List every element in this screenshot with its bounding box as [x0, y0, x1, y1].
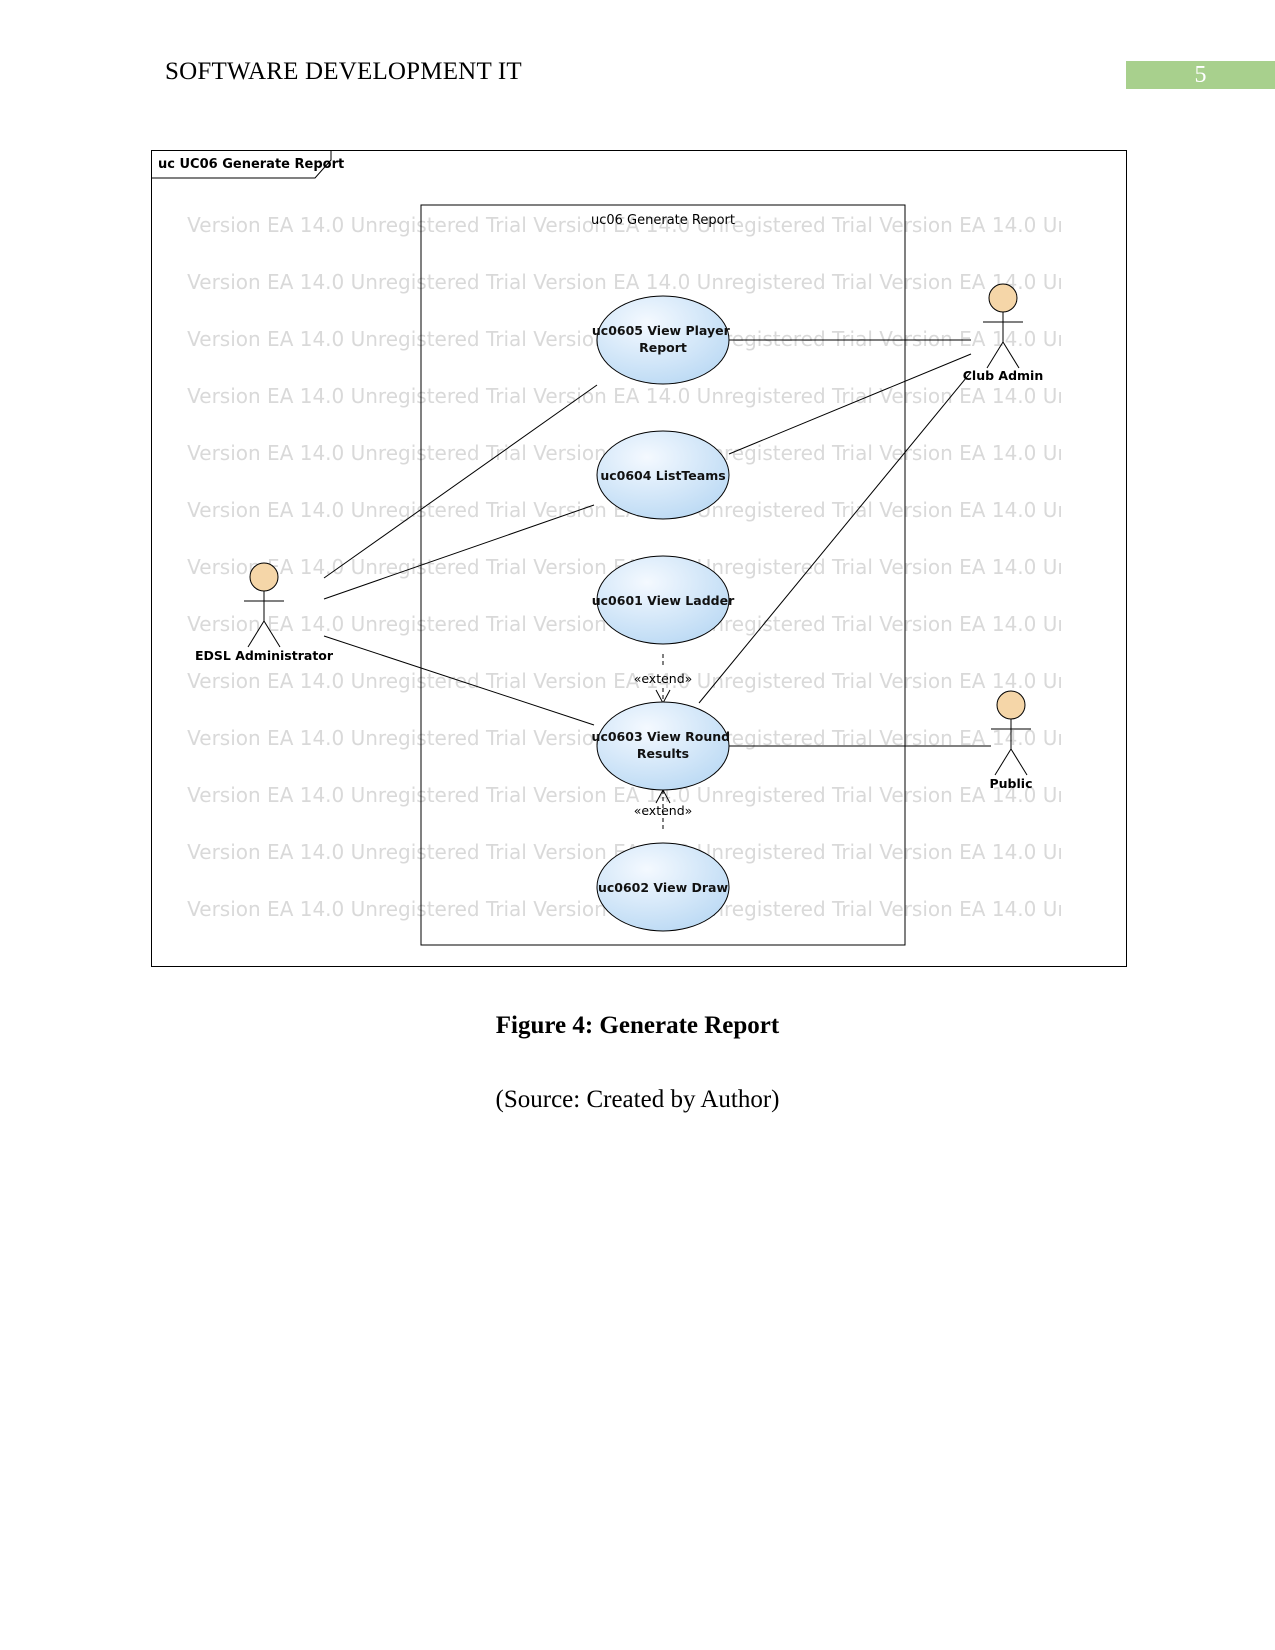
- watermark-row: EA 14.0 Unregistered Trial Version EA 14…: [151, 669, 1127, 693]
- actor-club-admin: [983, 283, 1023, 369]
- assoc-admin-uc0604: [323, 504, 595, 600]
- usecase-uc0601-label: uc0601 View Ladder: [592, 593, 735, 608]
- figure-caption: Figure 4: Generate Report: [495, 1012, 780, 1039]
- frame-tab: [151, 150, 332, 179]
- assoc-uc0604-clubadmin: [728, 353, 972, 455]
- usecase-uc0602-label: uc0602 View Draw: [598, 880, 729, 895]
- usecase-uc0603: uc0603 View Round Results: [592, 701, 735, 791]
- system-boundary: [420, 204, 906, 946]
- usecase-uc0603-label: uc0603 View Round Results: [592, 729, 735, 761]
- actor-edsl-admin: [244, 562, 284, 648]
- page-number: 5: [1194, 62, 1207, 88]
- actor-public-label: Public: [990, 776, 1033, 791]
- actor-edsl-admin-label: EDSL Administrator: [195, 648, 334, 663]
- actor-public: [991, 690, 1031, 776]
- running-head: SOFTWARE DEVELOPMENT IT: [165, 58, 522, 85]
- assoc-uc0603-clubadmin: [698, 371, 972, 704]
- watermark-row: EA 14.0 Unregistered Trial Version EA 14…: [151, 213, 1127, 237]
- assoc-admin-uc0603: [323, 635, 595, 726]
- frame-label: uc UC06 Generate Report: [158, 157, 344, 172]
- assoc-admin-uc0605: [323, 384, 598, 579]
- boundary-label: uc06 Generate Report: [591, 213, 735, 228]
- extend-label-1: «extend»: [634, 671, 693, 686]
- watermark-row: EA 14.0 Unregistered Trial Version EA 14…: [151, 270, 1127, 294]
- watermark-row: EA 14.0 Unregistered Trial Version EA 14…: [151, 783, 1127, 807]
- usecase-uc0604-label: uc0604 ListTeams: [600, 468, 725, 483]
- usecase-uc0601: uc0601 View Ladder: [592, 555, 735, 645]
- actor-club-admin-label: Club Admin: [963, 368, 1044, 383]
- watermark-row: EA 14.0 Unregistered Trial Version EA 14…: [151, 384, 1127, 408]
- use-case-diagram: uc UC06 Generate Report EA 14.0 Unregist…: [151, 150, 1127, 967]
- figure-source: (Source: Created by Author): [495, 1086, 780, 1113]
- associations: [323, 339, 991, 747]
- usecase-uc0605-label: uc0605 View Player Report: [592, 323, 734, 355]
- usecase-uc0604: uc0604 ListTeams: [596, 430, 730, 520]
- usecase-uc0605: uc0605 View Player Report: [592, 295, 734, 385]
- page-number-bar: 5: [1126, 61, 1275, 89]
- usecase-uc0602: uc0602 View Draw: [596, 842, 730, 932]
- extend-label-2: «extend»: [634, 803, 693, 818]
